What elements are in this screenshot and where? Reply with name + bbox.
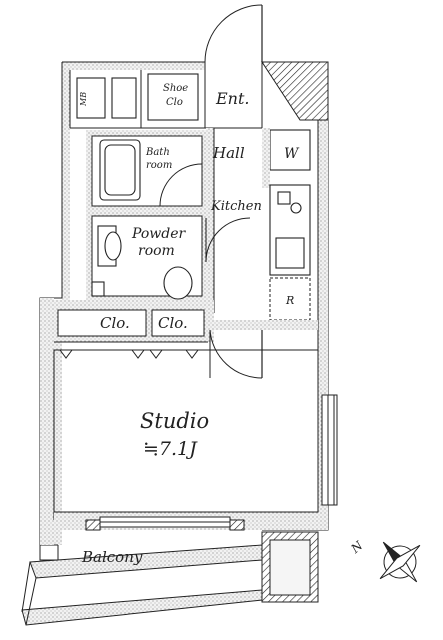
studio-door [209, 320, 318, 379]
w-label: W [284, 146, 300, 162]
studio-size-label: ≒7.1J [143, 438, 198, 460]
closet-left-label: Clo. [100, 314, 130, 332]
entrance-door [204, 4, 263, 129]
bathroom-label-2: room [146, 160, 172, 171]
powder-room [86, 210, 251, 300]
shoe-clo-label-1: Shoe [163, 83, 188, 94]
washer-space [261, 129, 311, 171]
studio-label: Studio [140, 409, 209, 433]
ent-label: Ent. [215, 89, 250, 108]
powder-room-label-1: Powder [131, 226, 187, 242]
kitchen-label: Kitchen [210, 199, 262, 214]
hall-kitchen-walls [206, 128, 270, 313]
balcony-label: Balcony [81, 548, 143, 566]
compass [379, 541, 421, 583]
mb-label: MB [79, 92, 88, 107]
closets [54, 300, 214, 359]
bathroom [86, 130, 206, 210]
shoe-clo-label-2: Clo [166, 97, 183, 108]
room-labels: MB Shoe Clo Ent. Hall W Bath room Kitche… [79, 83, 366, 566]
balcony [21, 531, 319, 626]
kitchen-counter [269, 184, 311, 321]
closet-right-label: Clo. [158, 314, 188, 332]
mb-storage [76, 62, 206, 128]
hall-label: Hall [212, 144, 245, 162]
bathroom-label-1: Bath [145, 147, 170, 158]
powder-room-label-2: room [138, 243, 175, 259]
fridge-label: R [285, 294, 294, 307]
studio-room [53, 349, 319, 513]
compass-north-label: N [348, 538, 366, 556]
